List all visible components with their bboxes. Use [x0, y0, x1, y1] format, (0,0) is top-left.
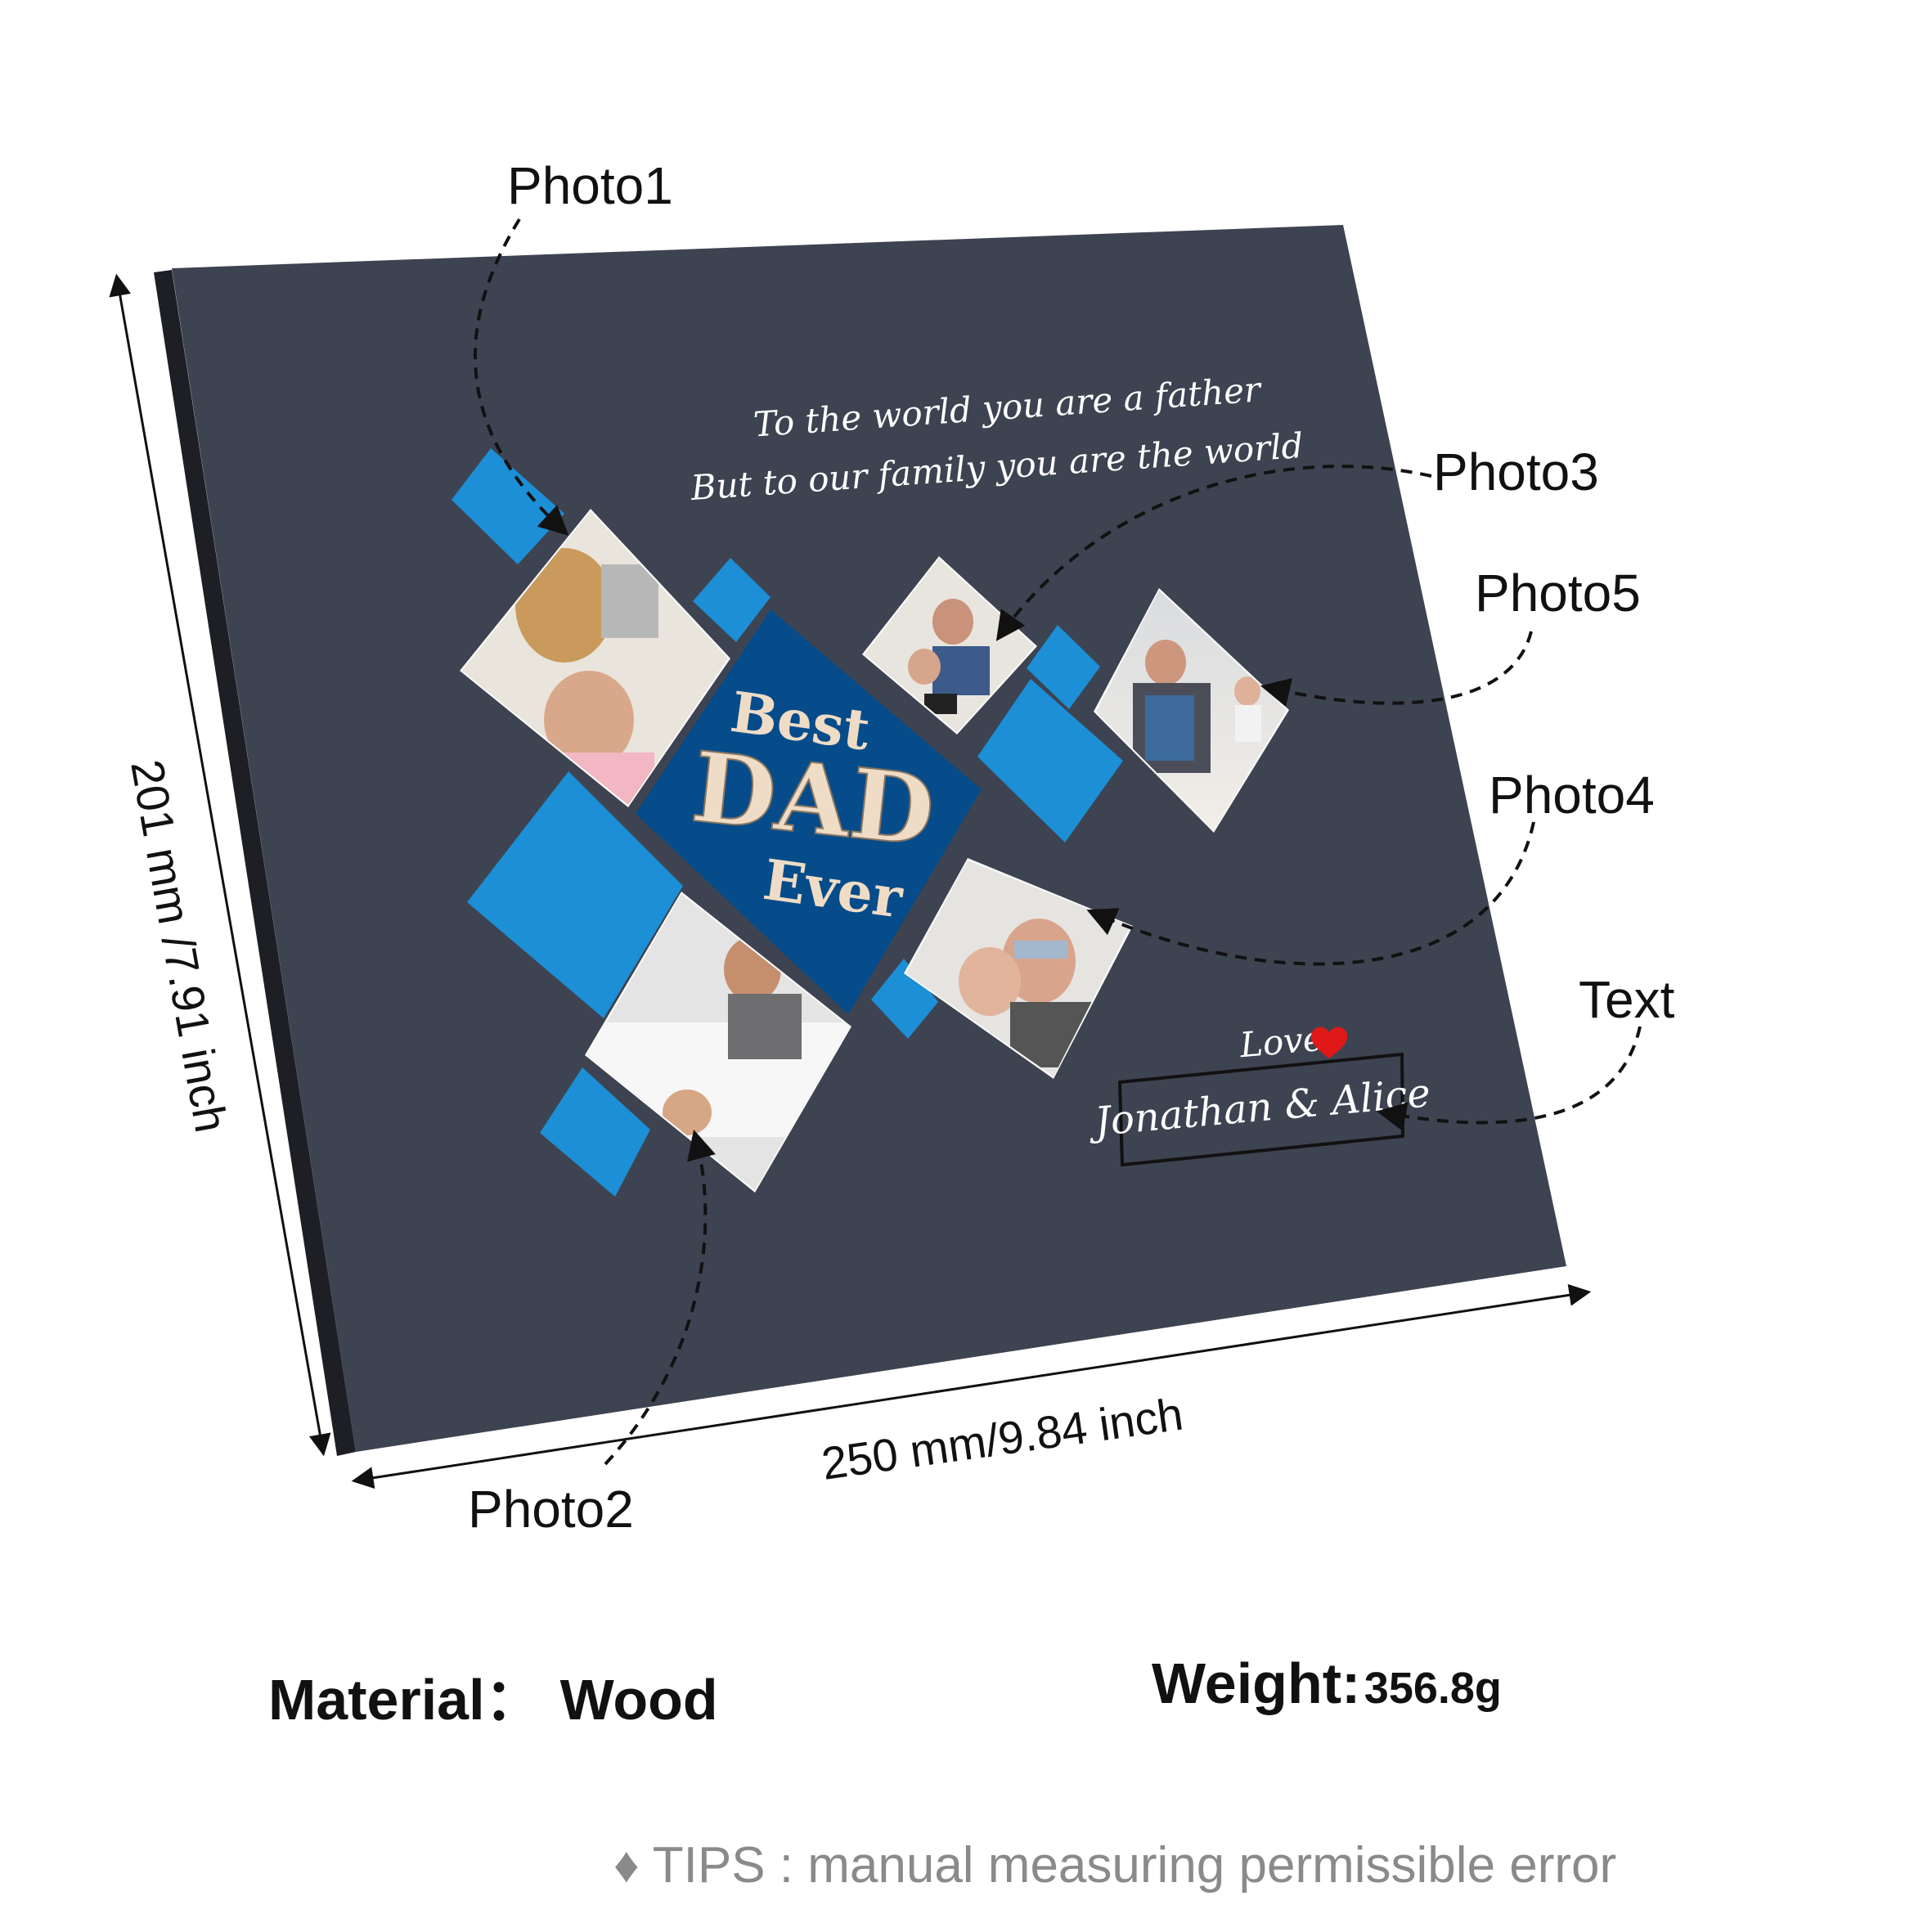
width-dimension-label: 250 mm/9.84 inch	[818, 1388, 1186, 1489]
names-box	[1117, 1052, 1405, 1167]
height-dimension-label: 201 mm /7.91 inch	[121, 756, 237, 1136]
label-photo5: Photo5	[1475, 564, 1641, 622]
tips-note: ♦ TIPS : manual measuring permissible er…	[613, 1836, 1616, 1894]
center-diamond	[636, 609, 982, 1014]
weight-value: 356.8g	[1364, 1664, 1502, 1713]
label-photo2: Photo2	[468, 1480, 634, 1539]
center-dad: DAD	[687, 730, 940, 868]
material-label: Material：	[268, 1668, 542, 1732]
weight-label: Weight:	[1152, 1651, 1361, 1715]
callout-photo3	[995, 465, 1432, 641]
width-dimension-line	[351, 1283, 1592, 1489]
height-dimension-line	[109, 273, 331, 1457]
material-value: Wood	[559, 1668, 718, 1732]
callout-photo5	[1260, 631, 1533, 708]
heart-icon	[1310, 1027, 1348, 1058]
callout-photo1	[473, 218, 569, 536]
label-photo3: Photo3	[1433, 443, 1599, 501]
love-text: Love	[1238, 1018, 1325, 1066]
callout-lines	[473, 218, 1642, 1466]
label-photo4: Photo4	[1489, 766, 1655, 824]
weight-spec: Weight: 356.8g	[1152, 1651, 1502, 1716]
diamond-icon: ♦	[613, 1837, 640, 1894]
callout-photo4	[1086, 821, 1535, 966]
tips-text: TIPS : manual measuring permissible erro…	[652, 1837, 1617, 1894]
label-photo1: Photo1	[507, 156, 673, 215]
label-text: Text	[1579, 970, 1675, 1029]
material-spec: Material： Wood	[268, 1654, 718, 1737]
callout-photo2	[604, 1130, 716, 1466]
accent-squares	[452, 448, 1123, 1197]
